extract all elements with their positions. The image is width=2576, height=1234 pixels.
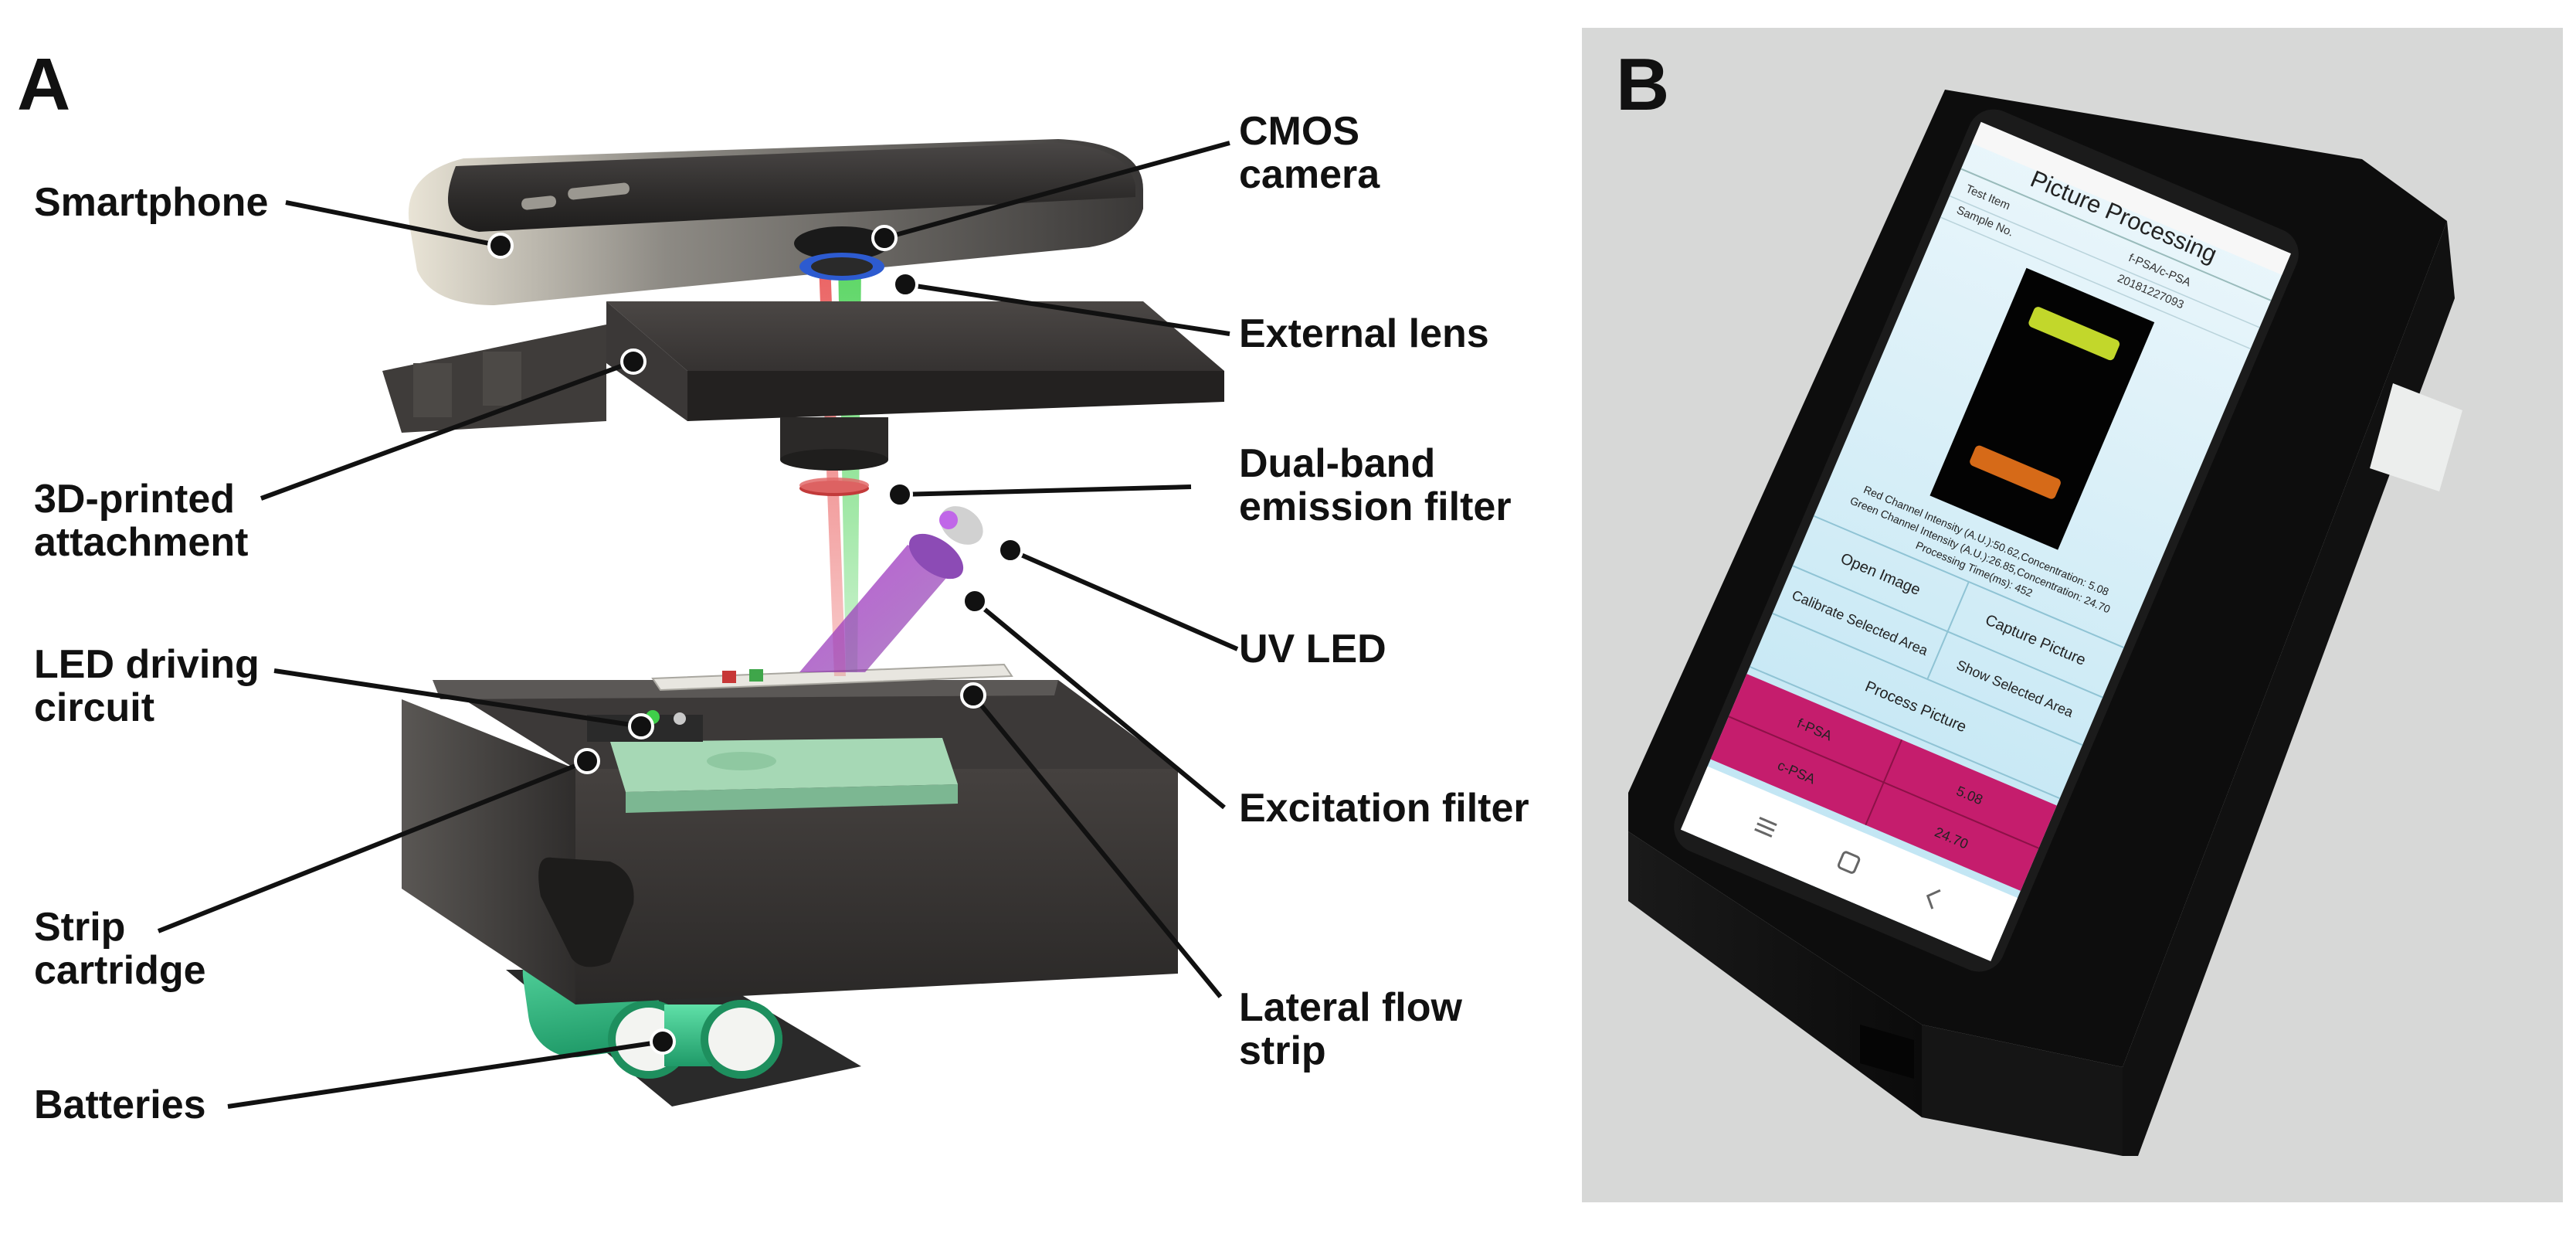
- strip-cartridge-drawing: [610, 738, 958, 813]
- label-external-lens: External lens: [1239, 311, 1489, 356]
- lower-housing-drawing: [402, 680, 1178, 1005]
- exploded-device-diagram: [157, 139, 1239, 1109]
- label-led-driving-circuit: LED driving circuit: [34, 642, 260, 730]
- uv-led-drawing: [908, 506, 983, 580]
- label-cmos-camera: CMOS camera: [1239, 109, 1380, 197]
- label-excitation-filter: Excitation filter: [1239, 786, 1529, 831]
- smartphone-drawing: [408, 139, 1143, 305]
- device-photo-panel: Picture Processing Test Item f-PSA/c-PSA…: [1582, 28, 2563, 1202]
- attachment-drawing: [382, 301, 1224, 471]
- panel-a-letter: A: [17, 43, 71, 126]
- label-3d-printed-attachment: 3D-printed attachment: [34, 477, 249, 565]
- label-uv-led: UV LED: [1239, 627, 1386, 671]
- menu-icon[interactable]: [1754, 816, 1777, 838]
- label-smartphone: Smartphone: [34, 180, 269, 225]
- phone-screen: Picture Processing Test Item f-PSA/c-PSA…: [1674, 109, 2299, 972]
- leader-dots: [487, 225, 1023, 1055]
- label-strip-cartridge: Strip cartridge: [34, 905, 206, 993]
- dual-band-filter-drawing: [799, 478, 869, 496]
- label-lateral-flow-strip: Lateral flow strip: [1239, 985, 1462, 1073]
- back-icon[interactable]: [1924, 887, 1941, 909]
- lateral-flow-strip-drawing: [651, 663, 1013, 692]
- label-dual-band-filter: Dual-band emission filter: [1239, 441, 1512, 529]
- home-icon[interactable]: [1837, 851, 1861, 874]
- label-batteries: Batteries: [34, 1083, 206, 1127]
- leader-lines: [157, 141, 1239, 1109]
- device-photo: Picture Processing Test Item f-PSA/c-PSA…: [1628, 90, 2462, 1156]
- panel-b-letter: B: [1616, 43, 1670, 126]
